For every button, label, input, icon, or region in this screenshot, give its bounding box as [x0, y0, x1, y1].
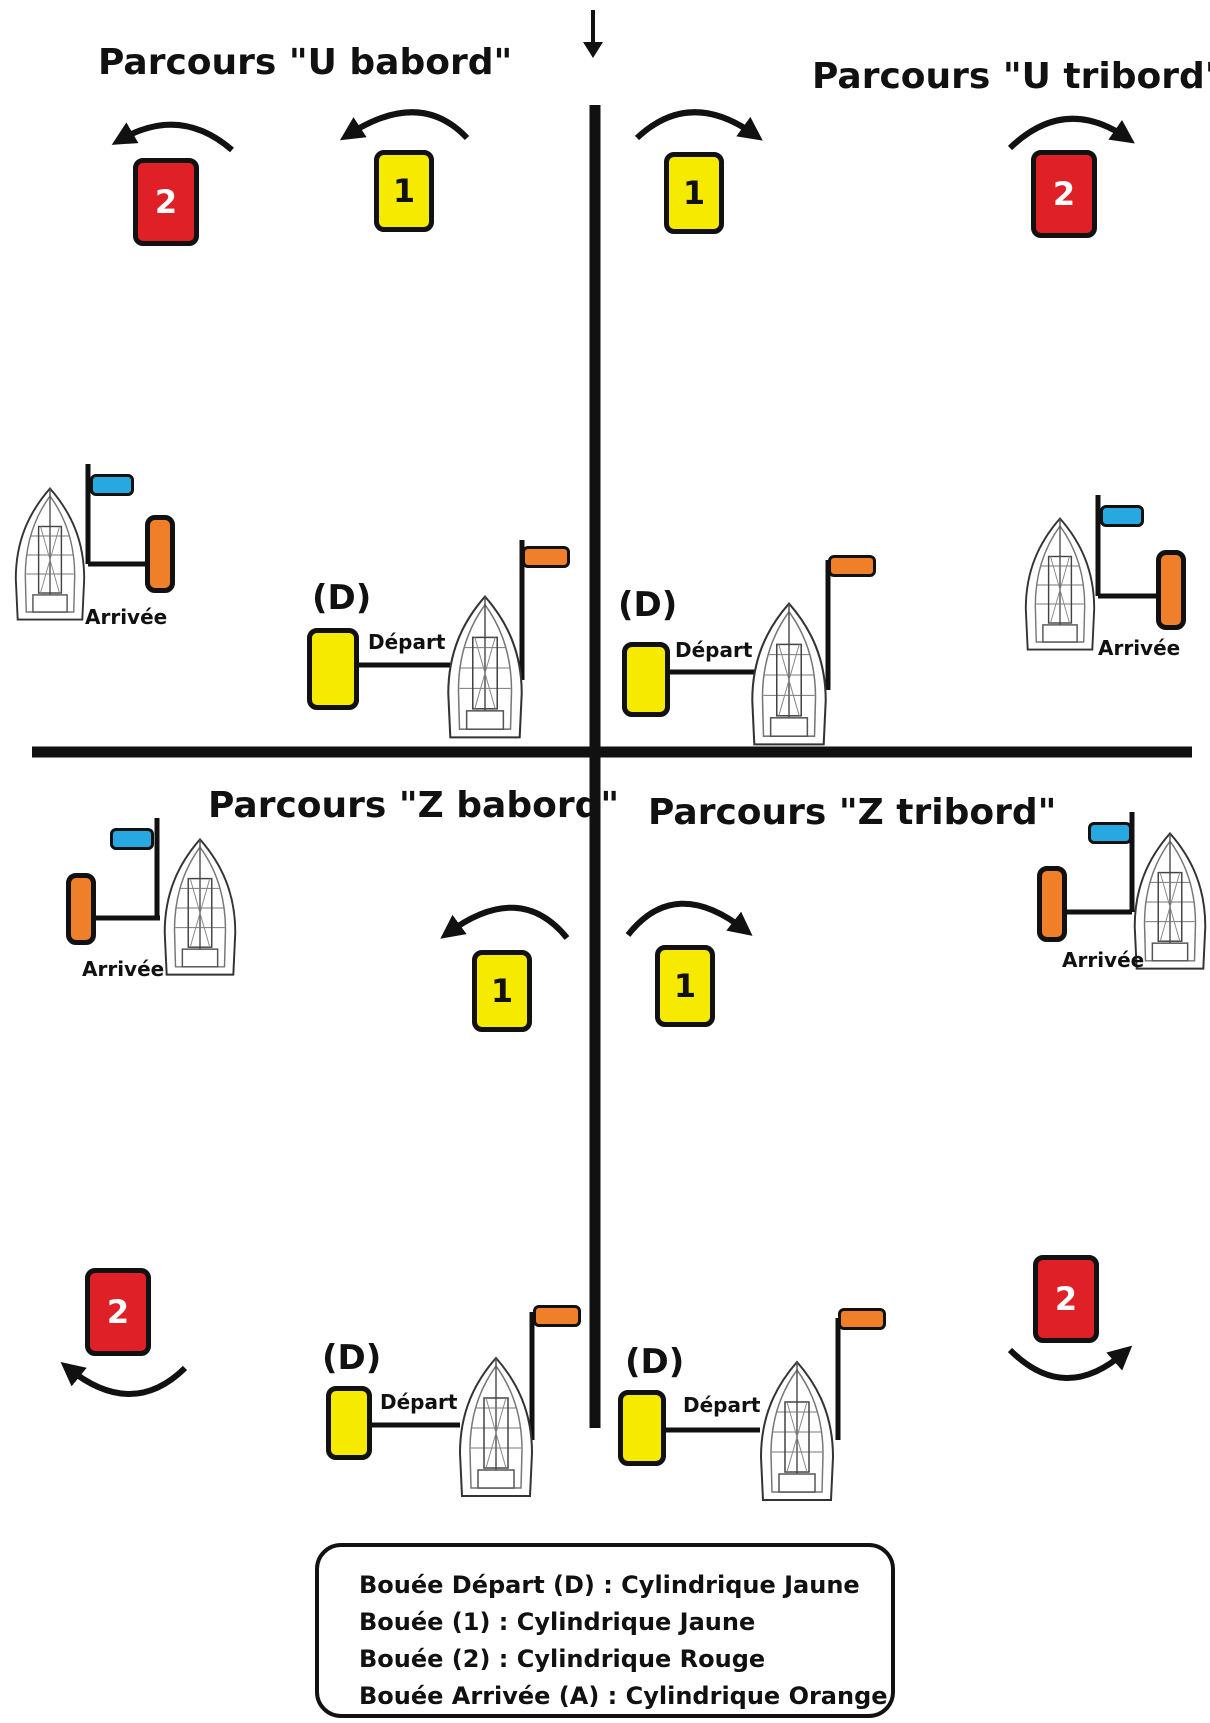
start-line-label: Départ: [683, 1393, 761, 1417]
start-marker-label: (D): [312, 578, 372, 618]
start-orange-flag: [522, 546, 570, 568]
finish-line-label: Arrivée: [1098, 636, 1181, 660]
curved-arrow-icon: [1007, 115, 1135, 151]
start-orange-flag: [828, 555, 876, 577]
title-u-babord: Parcours "U babord": [98, 42, 513, 83]
legend-item: Bouée (1) : Cylindrique Jaune: [359, 1608, 756, 1636]
wind-down-arrow-icon: [583, 10, 603, 58]
sailboat-icon: [163, 838, 237, 976]
start-buoy: [622, 642, 670, 717]
title-u-tribord: Parcours "U tribord": [812, 56, 1210, 97]
finish-blue-flag: [90, 474, 134, 496]
legend-item: Bouée Départ (D) : Cylindrique Jaune: [359, 1571, 860, 1599]
curved-arrow-icon: [339, 109, 470, 141]
sailboat-icon: [447, 595, 523, 739]
start-line-label: Départ: [675, 638, 753, 662]
buoy-1: 1: [472, 950, 532, 1032]
start-line-label: Départ: [368, 630, 446, 654]
finish-buoy: [1037, 866, 1067, 942]
buoy-2: 2: [133, 158, 199, 246]
legend-item: Bouée Arrivée (A) : Cylindrique Orange: [359, 1682, 888, 1710]
buoy-1: 1: [664, 152, 724, 234]
buoy-1: 1: [374, 150, 434, 232]
finish-line-label: Arrivée: [82, 957, 165, 981]
buoy-2: 2: [85, 1268, 151, 1356]
curved-arrow-icon: [1007, 1345, 1133, 1381]
start-orange-flag: [533, 1305, 581, 1327]
sailboat-icon: [751, 602, 827, 746]
start-marker-label: (D): [625, 1342, 685, 1382]
start-marker-label: (D): [322, 1338, 382, 1378]
legend-item: Bouée (2) : Cylindrique Rouge: [359, 1645, 766, 1673]
buoy-1: 1: [655, 945, 715, 1027]
title-z-tribord: Parcours "Z tribord": [648, 792, 1057, 833]
sailboat-icon: [760, 1361, 834, 1501]
buoy-2: 2: [1031, 150, 1097, 238]
connector-lines: [85, 464, 1160, 1440]
start-buoy: [326, 1386, 372, 1460]
sailboat-icon: [459, 1357, 533, 1497]
curved-arrow-icon: [60, 1361, 188, 1397]
curved-arrow-icon: [634, 109, 763, 141]
sailboat-icon: [1024, 517, 1096, 651]
curved-arrow-icon: [625, 900, 753, 937]
finish-buoy: [1156, 550, 1186, 630]
finish-line-label: Arrivée: [1062, 948, 1145, 972]
finish-blue-flag: [110, 828, 154, 850]
start-buoy: [307, 628, 359, 710]
legend-box: Bouée Départ (D) : Cylindrique Jaune Bou…: [315, 1543, 895, 1718]
finish-blue-flag: [1100, 505, 1144, 527]
finish-line-label: Arrivée: [85, 605, 168, 629]
start-line-label: Départ: [380, 1390, 458, 1414]
sailboat-icon: [14, 487, 86, 621]
sailboat-icon: [1133, 832, 1207, 970]
curved-arrow-icon: [440, 904, 570, 940]
curved-arrow-icon: [111, 121, 234, 153]
buoy-2: 2: [1033, 1255, 1099, 1343]
start-marker-label: (D): [618, 585, 678, 625]
finish-buoy: [66, 873, 96, 945]
finish-buoy: [145, 515, 175, 593]
start-buoy: [618, 1390, 666, 1466]
title-z-babord: Parcours "Z babord": [208, 785, 620, 826]
start-orange-flag: [838, 1308, 886, 1330]
finish-blue-flag: [1088, 822, 1132, 844]
